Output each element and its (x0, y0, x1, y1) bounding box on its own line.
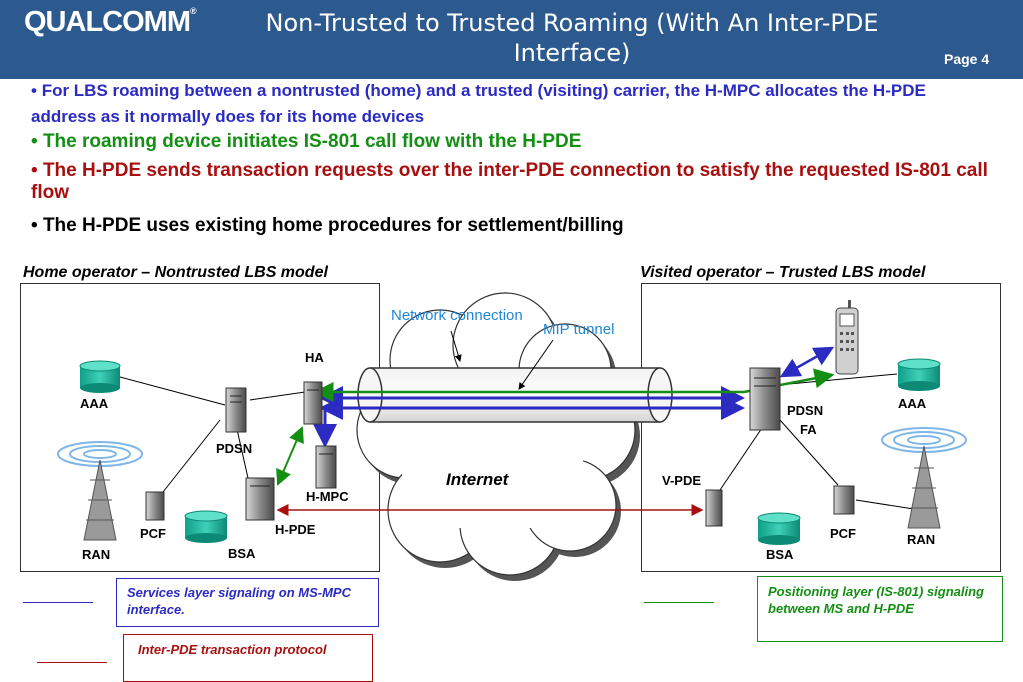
mip-tunnel-pointer (518, 339, 554, 390)
pipe (357, 367, 673, 423)
mobile-phone-icon (835, 300, 859, 375)
cell-tower-icon (881, 427, 967, 529)
visited-pcf-label: PCF (830, 526, 856, 541)
cell-tower-icon (57, 441, 143, 541)
bullet-3: • The H-PDE sends transaction requests o… (31, 160, 988, 203)
positioning-ha-hpde (276, 426, 304, 486)
bullet-2: • The roaming device initiates IS-801 ca… (31, 131, 582, 152)
hmpc-label: H-MPC (306, 489, 349, 504)
legend-positioning: Positioning layer (IS-801) signaling bet… (757, 576, 1003, 642)
visited-bsa-label: BSA (766, 547, 794, 562)
legend-services: Services layer signaling on MS-MPC inter… (116, 578, 379, 627)
legend-swatch-services (23, 602, 93, 603)
home-links (119, 376, 306, 493)
database-icon (897, 358, 941, 391)
visited-aaa-label: AAA (898, 396, 927, 411)
network-connection-label: Network connection (391, 307, 523, 324)
visited-operator-box (641, 283, 1001, 572)
legend-swatch-positioning (644, 602, 714, 603)
server-icon (749, 367, 781, 431)
internet-label: Internet (446, 470, 509, 489)
server-icon (225, 387, 247, 433)
ha-label: HA (305, 350, 324, 365)
legend-inter-pde: Inter-PDE transaction protocol (123, 634, 373, 682)
mip-tunnel-label: MIP tunnel (543, 321, 615, 338)
vpde-label: V-PDE (662, 473, 702, 488)
database-icon (757, 512, 801, 545)
visited-section-title: Visited operator – Trusted LBS model (640, 264, 926, 281)
server-icon (303, 381, 323, 425)
visited-links (719, 373, 921, 511)
network-connection-pointer (450, 330, 462, 362)
ms-pdsn-link (779, 346, 835, 378)
hpde-label: H-PDE (275, 522, 316, 537)
bullet-4: • The H-PDE uses existing home procedure… (31, 215, 624, 236)
home-bsa-label: BSA (228, 546, 256, 561)
home-section-title: Home operator – Nontrusted LBS model (23, 264, 328, 281)
home-aaa-label: AAA (80, 396, 109, 411)
visited-pdsn-label: PDSN (787, 403, 824, 418)
qualcomm-logo: QUALCOMM® (24, 6, 197, 38)
fa-label: FA (800, 422, 817, 437)
server-icon (705, 489, 723, 527)
home-ran-label: RAN (82, 547, 111, 562)
visited-ran-label: RAN (907, 532, 936, 547)
server-icon (145, 491, 165, 521)
home-pdsn-label: PDSN (216, 441, 253, 456)
home-pcf-label: PCF (140, 526, 166, 541)
server-icon (315, 445, 337, 489)
slide-title: Non-Trusted to Trusted Roaming (With An … (265, 9, 879, 67)
database-icon (79, 360, 121, 393)
server-icon (833, 485, 855, 515)
database-icon (184, 510, 228, 543)
bullet-1: • For LBS roaming between a nontrusted (… (31, 81, 926, 126)
header-bar: QUALCOMM® Non-Trusted to Trusted Roaming… (0, 0, 1023, 79)
page-number: Page 4 (944, 51, 990, 67)
server-icon (245, 477, 275, 521)
legend-swatch-inter-pde (37, 662, 107, 663)
